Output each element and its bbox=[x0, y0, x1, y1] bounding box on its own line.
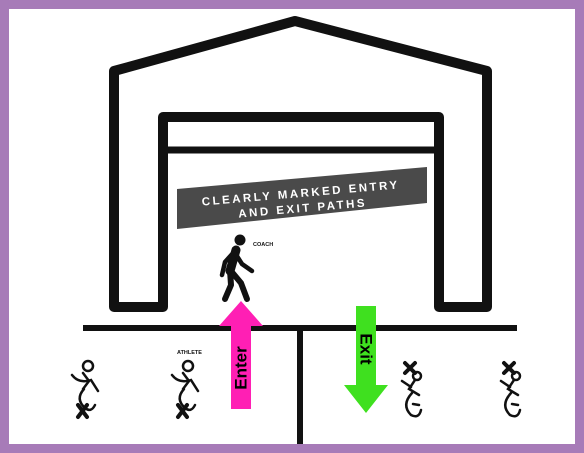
exit-label: Exit bbox=[357, 333, 376, 365]
banner: CLEARLY MARKED ENTRY AND EXIT PATHS bbox=[177, 167, 427, 229]
building-outline-icon bbox=[114, 21, 487, 307]
enter-arrow: Enter bbox=[219, 301, 263, 409]
stick-figure-icon bbox=[501, 363, 520, 416]
walking-person-icon bbox=[222, 235, 252, 300]
stick-figure-icon bbox=[72, 361, 98, 417]
coach-label: COACH bbox=[253, 242, 273, 248]
entry-exit-diagram: CLEARLY MARKED ENTRY AND EXIT PATHS COAC… bbox=[9, 9, 575, 444]
stick-figure-icon bbox=[402, 363, 421, 416]
athlete-label: ATHLETE bbox=[177, 350, 202, 356]
diagram-canvas: CLEARLY MARKED ENTRY AND EXIT PATHS COAC… bbox=[9, 9, 575, 444]
exit-arrow: Exit bbox=[344, 306, 388, 413]
enter-label: Enter bbox=[232, 346, 251, 390]
stick-figure-icon bbox=[172, 361, 198, 417]
